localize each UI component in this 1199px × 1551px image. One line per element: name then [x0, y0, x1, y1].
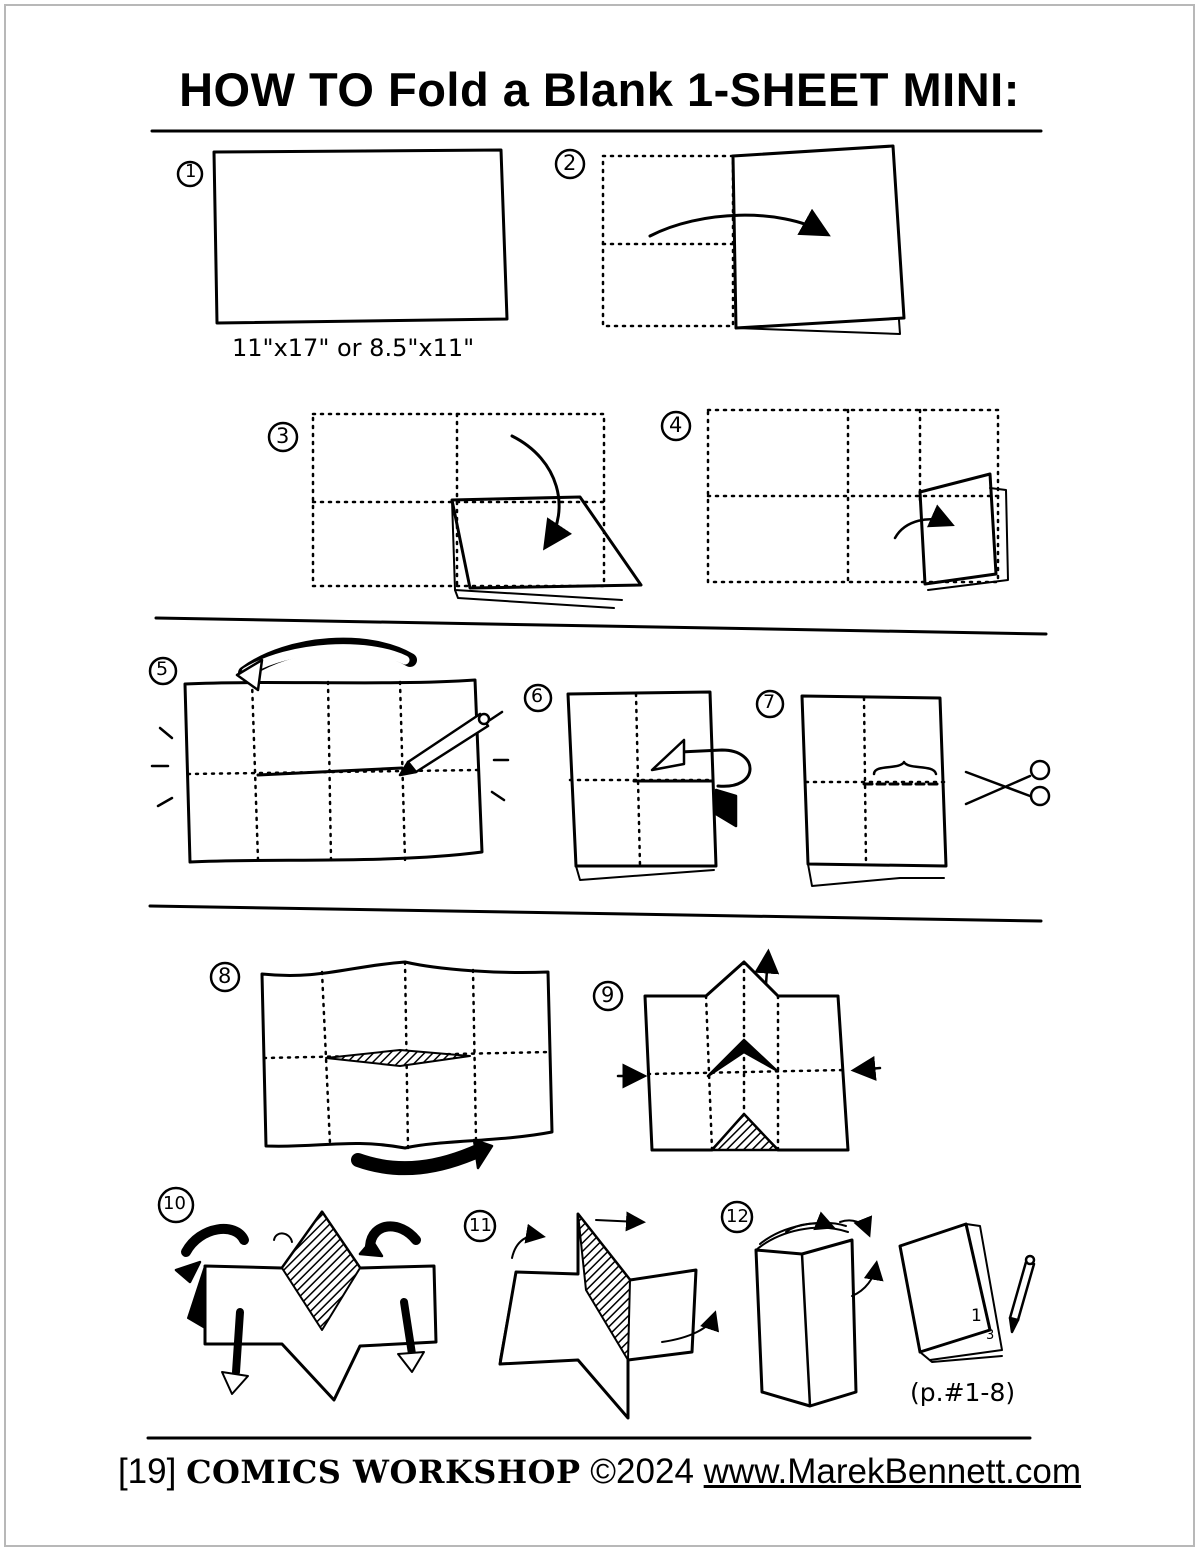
- step-12-fold: [754, 1211, 1036, 1408]
- step-11-fold: [498, 1211, 720, 1420]
- step-6-number: 6: [531, 685, 544, 707]
- footer-copyright: ©2024: [590, 1452, 694, 1491]
- step-9-number: 9: [601, 983, 615, 1007]
- step-6-fold: [566, 690, 752, 881]
- step-7-circle: [755, 689, 785, 719]
- step-10-circle: [157, 1186, 195, 1224]
- page-mark-1: 1: [971, 1306, 982, 1326]
- step-7-fold: [800, 694, 1051, 887]
- pencil-icon: [1008, 1254, 1036, 1334]
- step-7-number: 7: [763, 691, 776, 713]
- step-4-circle: [660, 410, 692, 442]
- page-numbers-caption: (p.#1-8): [910, 1378, 1016, 1407]
- step-10-fold: [174, 1210, 438, 1402]
- page-title: HOW TO Fold a Blank 1-SHEET MINI:: [179, 63, 1020, 116]
- sheet-size-caption: 11"x17" or 8.5"x11": [232, 334, 475, 362]
- step-8-fold: [260, 960, 554, 1176]
- step-3-fold: [311, 412, 643, 609]
- step-1-number: 1: [185, 161, 197, 182]
- page-mark-3: 3: [986, 1328, 995, 1343]
- step-4-number: 4: [669, 413, 683, 437]
- step-5-number: 5: [156, 658, 169, 680]
- step-3-circle: [267, 421, 299, 453]
- step-2-number: 2: [563, 151, 577, 175]
- step-2-fold: [601, 144, 906, 335]
- footer-website-link[interactable]: www.MarekBennett.com: [703, 1452, 1082, 1491]
- step-5-fold: [150, 637, 510, 864]
- scissors-icon: [964, 759, 1051, 807]
- footer-page-number: [19]: [117, 1452, 177, 1491]
- step-9-circle: [592, 980, 624, 1012]
- step-8-circle: [209, 961, 241, 993]
- step-11-circle: [463, 1209, 497, 1243]
- step-10-number: 10: [163, 1193, 186, 1214]
- step-12-circle: [720, 1200, 754, 1234]
- footer: [19] COMICS WORKSHOP ©2024 www.MarekBenn…: [0, 1452, 1199, 1492]
- step-11-number: 11: [469, 1215, 492, 1236]
- step-4-fold: [706, 408, 1009, 591]
- divider-line: [154, 616, 1048, 636]
- step-5-circle: [148, 656, 178, 686]
- footer-brand: COMICS WORKSHOP: [186, 1453, 581, 1491]
- pencil-icon: [398, 712, 491, 777]
- step-9-fold: [616, 948, 882, 1152]
- divider-line: [148, 904, 1043, 923]
- step-3-number: 3: [276, 424, 290, 448]
- step-8-number: 8: [218, 964, 232, 988]
- finished-booklet: [898, 1222, 1003, 1363]
- step-2-circle: [554, 148, 586, 180]
- step-1-circle: [176, 160, 204, 188]
- step-6-circle: [523, 683, 553, 713]
- step-12-number: 12: [726, 1206, 749, 1227]
- blank-sheet: [212, 148, 509, 325]
